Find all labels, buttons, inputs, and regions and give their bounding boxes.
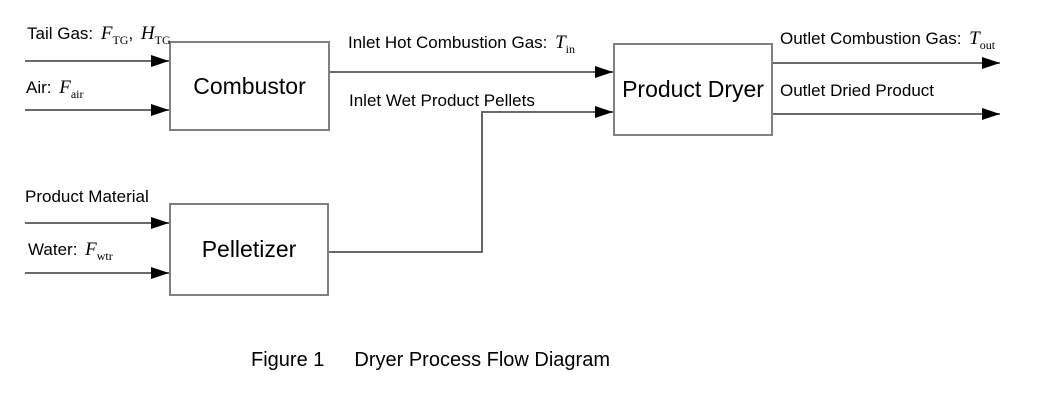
- block-pelletizer: Pelletizer: [169, 203, 329, 296]
- tail-gas-flow-symbol: F: [100, 23, 113, 44]
- label-product-material-text: Product Material: [25, 187, 149, 206]
- label-tail-gas-text: Tail Gas:: [27, 24, 98, 43]
- label-product-material: Product Material: [25, 187, 149, 207]
- inlet-temperature-subscript: in: [565, 42, 576, 56]
- air-flow-subscript: air: [70, 87, 84, 101]
- label-tail-gas: Tail Gas: FTG, HTG: [27, 23, 171, 47]
- figure-caption: Figure 1 Dryer Process Flow Diagram: [251, 348, 610, 372]
- air-flow-symbol: F: [59, 77, 71, 98]
- arrow-inlet-wet-product-pellets: [329, 106, 613, 253]
- label-outlet-combustion-gas-text: Outlet Combustion Gas:: [780, 29, 967, 48]
- label-outlet-dried-product-text: Outlet Dried Product: [780, 81, 935, 100]
- tail-gas-enthalpy-symbol: H: [140, 23, 155, 44]
- block-combustor-label: Combustor: [193, 72, 306, 99]
- block-product-dryer-label: Product Dryer: [622, 76, 764, 102]
- label-water-text: Water:: [28, 240, 83, 259]
- label-outlet-dried-product: Outlet Dried Product: [780, 81, 934, 101]
- outlet-temperature-symbol: T: [969, 28, 980, 49]
- figure-caption-title: Dryer Process Flow Diagram: [354, 349, 610, 371]
- label-air-text: Air:: [26, 78, 57, 97]
- figure-caption-number: Figure 1: [251, 349, 325, 371]
- label-inlet-hot-combustion-gas-text: Inlet Hot Combustion Gas:: [348, 33, 553, 52]
- label-inlet-hot-combustion-gas: Inlet Hot Combustion Gas: Tin: [348, 32, 576, 56]
- label-water: Water: Fwtr: [28, 239, 113, 263]
- label-outlet-combustion-gas: Outlet Combustion Gas: Tout: [780, 28, 996, 52]
- block-pelletizer-label: Pelletizer: [201, 236, 297, 262]
- label-inlet-wet-product-pellets-text: Inlet Wet Product Pellets: [349, 91, 535, 110]
- label-inlet-wet-product-pellets: Inlet Wet Product Pellets: [349, 91, 535, 111]
- water-flow-symbol: F: [85, 239, 97, 260]
- tail-gas-flow-subscript: TG: [112, 33, 129, 47]
- water-flow-subscript: wtr: [96, 249, 113, 263]
- tail-gas-enthalpy-subscript: TG: [154, 33, 171, 47]
- tail-gas-separator: ,: [128, 24, 138, 43]
- block-combustor: Combustor: [169, 41, 330, 131]
- block-product-dryer: Product Dryer: [613, 43, 773, 136]
- outlet-temperature-subscript: out: [979, 38, 996, 52]
- inlet-temperature-symbol: T: [555, 32, 566, 53]
- label-air: Air: Fair: [26, 77, 84, 101]
